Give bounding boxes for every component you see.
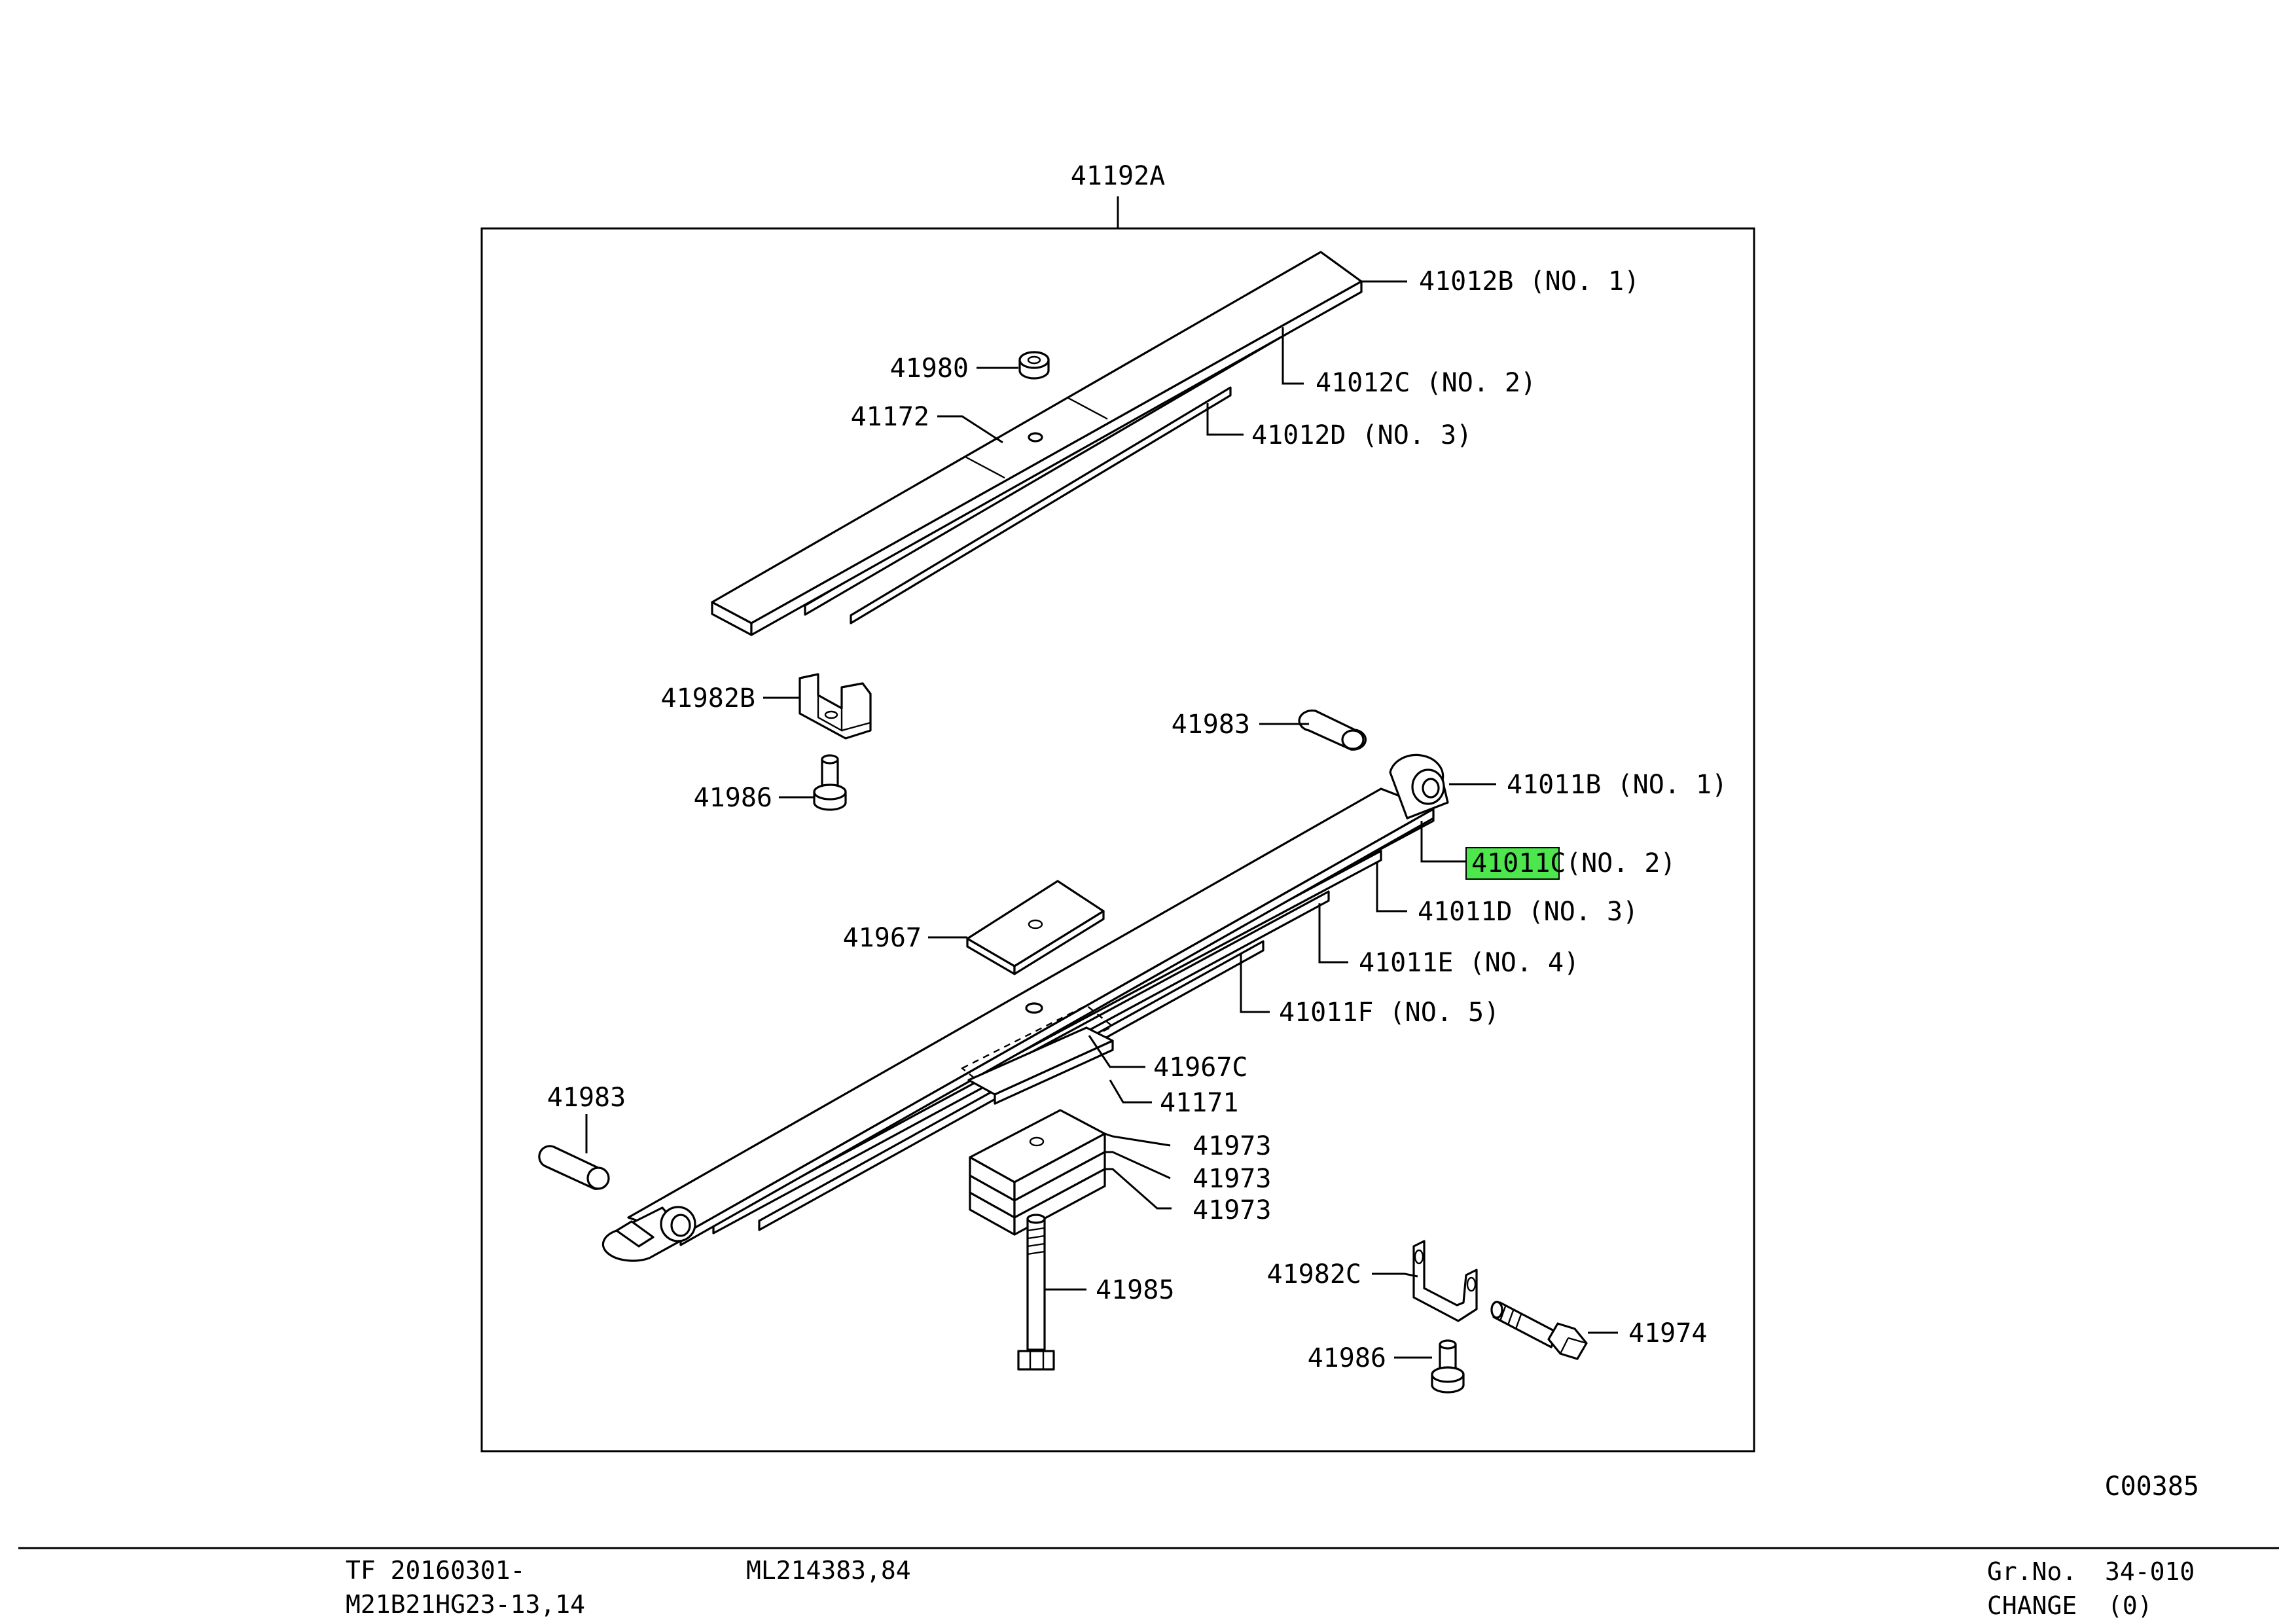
band-41172-edge-b [1067, 397, 1108, 420]
footer-change-value: (0) [2108, 1591, 2153, 1620]
label-41011C-note: (NO. 2) [1566, 848, 1676, 878]
label-41985[interactable]: 41985 [1096, 1275, 1174, 1305]
label-41982B[interactable]: 41982B [661, 683, 756, 713]
footer-gr-value: 34-010 [2105, 1557, 2195, 1586]
bolt-41986-upper [813, 754, 847, 811]
band-41172-edge-a [965, 456, 1005, 479]
footer: TF 20160301- M21B21HG23-13,14 ML214383,8… [346, 1556, 2195, 1620]
spacer-41171 [967, 1026, 1114, 1105]
footer-model: ML214383,84 [746, 1556, 911, 1585]
callout-labels: 41012B (NO. 1) 41012C (NO. 2) 41012D (NO… [547, 266, 1727, 1373]
label-41011C[interactable]: 41011C [1471, 848, 1566, 878]
footer-tf-line2: M21B21HG23-13,14 [346, 1590, 585, 1619]
center-bolt-hole [1025, 1002, 1043, 1014]
bolt-41974 [1490, 1301, 1588, 1360]
plate-41967 [966, 880, 1105, 975]
label-41973-c[interactable]: 41973 [1193, 1195, 1271, 1225]
footer-change-label: CHANGE [1987, 1591, 2077, 1620]
label-41011D[interactable]: 41011D (NO. 3) [1418, 897, 1638, 927]
leader-lines [585, 280, 1618, 1359]
clip-41982C [1412, 1240, 1478, 1322]
label-41986-upper[interactable]: 41986 [694, 783, 772, 813]
highlight-41011C [1465, 847, 1560, 880]
leaf-41012D [850, 386, 1232, 624]
footer-tf-line1: TF 20160301- [346, 1556, 526, 1585]
center-hole [1028, 432, 1043, 442]
label-41974[interactable]: 41974 [1628, 1318, 1707, 1348]
bushing-41983-upper [1298, 709, 1367, 751]
label-41012C[interactable]: 41012C (NO. 2) [1316, 368, 1536, 398]
label-41012D[interactable]: 41012D (NO. 3) [1251, 420, 1472, 450]
bolt-41986-lower [1431, 1339, 1465, 1394]
label-41172[interactable]: 41172 [851, 402, 929, 432]
label-41967[interactable]: 41967 [843, 923, 922, 953]
label-41986-lower[interactable]: 41986 [1308, 1343, 1386, 1373]
label-41967C[interactable]: 41967C [1153, 1053, 1248, 1083]
label-41983-lower[interactable]: 41983 [547, 1083, 626, 1113]
label-41980[interactable]: 41980 [890, 353, 969, 384]
label-41011B[interactable]: 41011B (NO. 1) [1507, 770, 1727, 800]
label-41012B[interactable]: 41012B (NO. 1) [1419, 266, 1640, 297]
bushing-41983-lower [538, 1145, 610, 1190]
label-41171[interactable]: 41171 [1160, 1088, 1238, 1118]
helper-spring-assembly [711, 251, 1363, 636]
center-bolt-41985 [1017, 1214, 1055, 1371]
diagram-code: C00385 [2105, 1471, 2200, 1502]
footer-gr-label: Gr.No. [1987, 1557, 2077, 1586]
assembly-label: 41192A [1071, 161, 1166, 191]
nut-41980 [1018, 351, 1050, 380]
label-41982C[interactable]: 41982C [1267, 1259, 1362, 1290]
label-41011F[interactable]: 41011F (NO. 5) [1279, 998, 1499, 1028]
label-41973-a[interactable]: 41973 [1193, 1131, 1271, 1161]
label-41973-b[interactable]: 41973 [1193, 1164, 1271, 1194]
clip-41982B [798, 673, 872, 740]
label-41011E[interactable]: 41011E (NO. 4) [1359, 948, 1579, 978]
label-41983-upper[interactable]: 41983 [1172, 710, 1250, 740]
